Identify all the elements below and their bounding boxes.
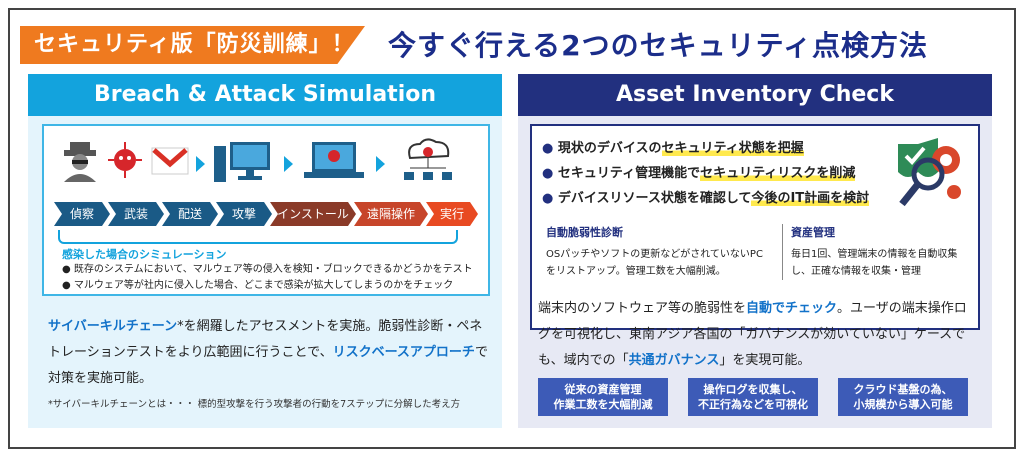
auto-vuln-desc: OSパッチやソフトの更新などがされていないPCをリストアップ。管理工数を大幅削減…: [546, 249, 763, 277]
list-item: セキュリティ管理機能でセキュリティリスクを削減: [542, 161, 869, 186]
step-recon: 偵察: [54, 202, 110, 226]
step-weaponize: 武装: [108, 202, 164, 226]
asset-mgmt-title: 資産管理: [791, 226, 835, 239]
description-text: *を網羅したアセスメントを実施。脆弱性診断・ペネトレーションテストをより広範囲に…: [48, 319, 483, 360]
bas-description: サイバーキルチェーン*を網羅したアセスメントを実施。脆弱性診断・ペネトレーション…: [48, 314, 488, 392]
step-deliver: 配送: [162, 202, 218, 226]
feature-pill: 操作ログを収集し、不正行為などを可視化: [688, 378, 818, 416]
spy-icon: [64, 142, 96, 182]
kill-chain-steps: 偵察 武装 配送 攻撃 インストール 遠隔操作 実行: [54, 202, 478, 226]
kill-chain-icons: [58, 136, 478, 186]
cloud-network-icon: [404, 138, 452, 180]
auto-vuln-title: 自動脆弱性診断: [546, 226, 623, 239]
simulation-list: 既存のシステムにおいて、マルウェア等の侵入を検知・ブロックできるかどうかをテスト…: [62, 262, 473, 294]
header-badge: セキュリティ版「防災訓練」！: [20, 26, 365, 64]
bas-panel: Breach & Attack Simulation: [28, 74, 502, 428]
simulation-brace: [58, 230, 458, 244]
virus-icon: [108, 142, 142, 178]
simulation-title: 感染した場合のシミュレーション: [62, 248, 227, 261]
list-item: マルウェア等が社内に侵入した場合、どこまで感染が拡大してしまうのかをチェック: [62, 278, 473, 294]
asset-panel: Asset Inventory Check 現状のデバイスのセキュリティ状態を把…: [518, 74, 992, 428]
mail-icon: [151, 147, 189, 175]
list-item: 現状のデバイスのセキュリティ状態を把握: [542, 136, 869, 161]
flow-arrow-icon: [376, 156, 385, 172]
step-exploit: 攻撃: [216, 202, 272, 226]
step-remote-control: 遠隔操作: [354, 202, 428, 226]
asset-heading: Asset Inventory Check: [518, 74, 992, 116]
feature-pills: 従来の資産管理作業工数を大幅削減 操作ログを収集し、不正行為などを可視化 クラウ…: [538, 378, 978, 418]
asset-box: 現状のデバイスのセキュリティ状態を把握 セキュリティ管理機能でセキュリティリスク…: [530, 124, 980, 330]
asset-mgmt-desc: 毎日1回、管理端末の情報を自動収集し、正確な情報を収集・管理: [791, 249, 958, 277]
laptop-skull-icon: [304, 142, 364, 178]
flow-arrow-icon: [284, 156, 293, 172]
asset-mgmt-section: 資産管理 毎日1回、管理端末の情報を自動収集し、正確な情報を収集・管理: [782, 224, 972, 280]
asset-description: 端末内のソフトウェア等の脆弱性を自動でチェック。ユーザの端末操作ログを可視化し、…: [538, 301, 967, 368]
feature-pill: 従来の資産管理作業工数を大幅削減: [538, 378, 668, 416]
footnote: *サイバーキルチェーンとは・・・ 標的型攻撃を行う攻撃者の行動を7ステップに分解…: [48, 399, 461, 410]
page-title: 今すぐ行える2つのセキュリティ点検方法: [388, 29, 928, 62]
feature-pill: クラウド基盤の為、小規模から導入可能: [838, 378, 968, 416]
flow-arrow-icon: [196, 156, 205, 172]
step-install: インストール: [270, 202, 356, 226]
kill-chain-term: サイバーキルチェーン: [48, 319, 178, 334]
list-item: 既存のシステムにおいて、マルウェア等の侵入を検知・ブロックできるかどうかをテスト: [62, 262, 473, 278]
risk-based-term: リスクベースアプローチ: [332, 345, 475, 360]
list-item: デバイスリソース状態を確認して今後のIT計画を検討: [542, 186, 870, 211]
shield-gear-magnifier-icon: [898, 138, 961, 207]
step-execute: 実行: [426, 202, 478, 226]
kill-chain-box: 偵察 武装 配送 攻撃 インストール 遠隔操作 実行 感染した場合のシミュレーシ…: [42, 124, 490, 296]
description-text: で対策を実施可能。: [48, 345, 488, 386]
desktop-pc-icon: [214, 142, 270, 182]
bas-heading: Breach & Attack Simulation: [28, 74, 502, 116]
auto-vuln-section: 自動脆弱性診断 OSパッチやソフトの更新などがされていないPCをリストアップ。管…: [546, 224, 764, 280]
asset-bullets: 現状のデバイスのセキュリティ状態を把握 セキュリティ管理機能でセキュリティリスク…: [542, 136, 870, 211]
